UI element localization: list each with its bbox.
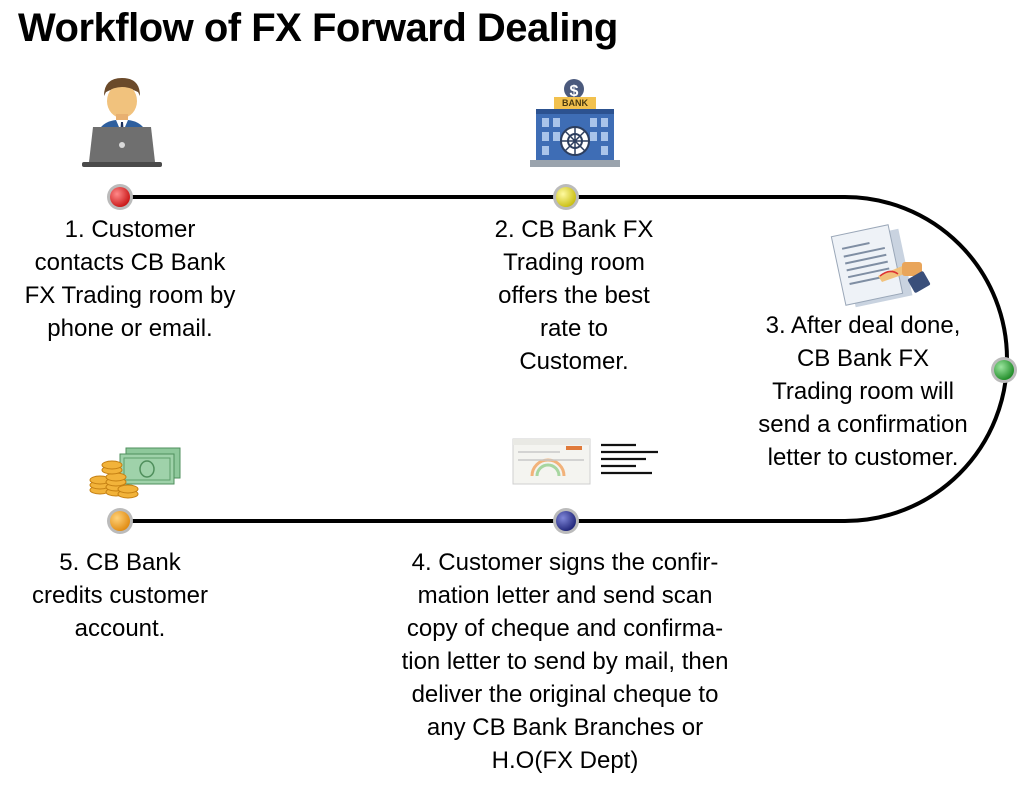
step-4-text: 4. Customer signs the confir- mation let… — [401, 549, 729, 774]
step-2-marker — [553, 184, 579, 210]
money-coins-icon — [89, 447, 181, 499]
cheque-icon — [512, 438, 658, 485]
diagram-title: Workflow of FX Forward Dealing — [18, 6, 618, 50]
step-3-marker — [991, 357, 1017, 383]
bank-dollar-symbol: $ — [570, 83, 579, 100]
step-1-marker — [107, 184, 133, 210]
signing-document-icon — [830, 224, 931, 308]
step-2-text: 2. CB Bank FX Trading room offers the be… — [494, 216, 654, 375]
bank-sign-text: BANK — [562, 98, 588, 108]
step-4-marker — [553, 508, 579, 534]
bank-building-icon: $ BANK — [530, 79, 620, 167]
step-1-text: 1. Customer contacts CB Bank FX Trading … — [24, 216, 236, 342]
customer-laptop-icon — [82, 78, 162, 167]
step-3-text: 3. After deal done, CB Bank FX Trading r… — [758, 312, 968, 471]
step-5-text: 5. CB Bank credits customer account. — [31, 549, 209, 642]
step-5-marker — [107, 508, 133, 534]
